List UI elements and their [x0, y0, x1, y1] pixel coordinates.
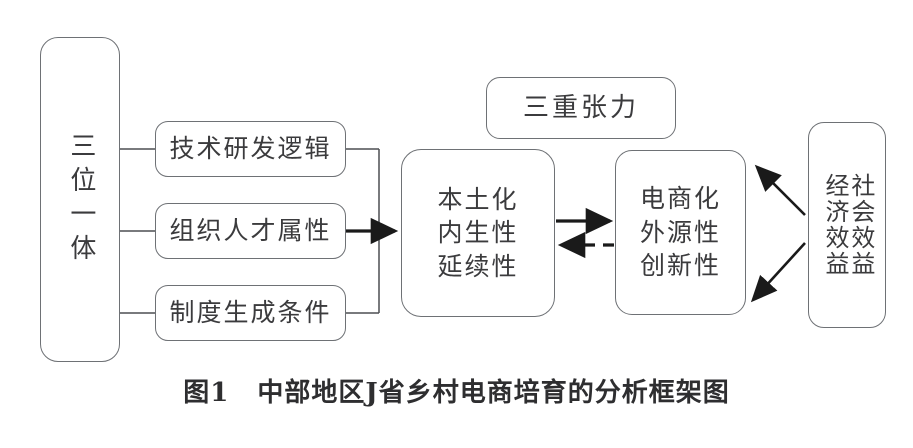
node-ecommerce-logic: 电商化 外源性 创新性 — [615, 150, 746, 315]
node-outcomes-economic-column: 经济效益 — [821, 173, 849, 277]
node-ecommerce-logic-label: 电商化 外源性 创新性 — [639, 184, 721, 281]
node-tension-label: 三重张力 — [522, 92, 639, 123]
node-pillar-institution-label: 制度生成条件 — [169, 298, 332, 328]
node-pillar-technology-label: 技术研发逻辑 — [169, 134, 332, 164]
figure-caption-text: 中部地区J省乡村电商培育的分析框架图 — [257, 378, 730, 408]
node-pillar-technology: 技术研发逻辑 — [155, 121, 346, 177]
node-local-logic-label: 本土化 内生性 延续性 — [437, 184, 519, 281]
trinity-to-pillars-bracket — [118, 148, 156, 314]
node-tension: 三重张力 — [486, 77, 676, 139]
node-pillar-institution: 制度生成条件 — [155, 285, 346, 341]
node-local-logic: 本土化 内生性 延续性 — [401, 149, 555, 317]
node-trinity: 三位一体 — [40, 37, 120, 362]
node-trinity-label: 三位一体 — [65, 131, 96, 268]
node-pillar-talent: 组织人才属性 — [155, 203, 346, 259]
node-outcomes-social-column: 社会效益 — [846, 173, 875, 277]
figure-caption: 图1 中部地区J省乡村电商培育的分析框架图 — [0, 372, 913, 409]
node-pillar-talent-label: 组织人才属性 — [169, 216, 332, 246]
node-outcomes: 经济效益 社会效益 — [808, 122, 886, 328]
pillars-to-local-arrow — [346, 148, 399, 314]
outcomes-to-ecommerce-lower-arrow — [750, 242, 806, 303]
figure-caption-index: 图1 — [183, 378, 230, 408]
outcomes-to-ecommerce-upper-arrow — [754, 164, 806, 216]
